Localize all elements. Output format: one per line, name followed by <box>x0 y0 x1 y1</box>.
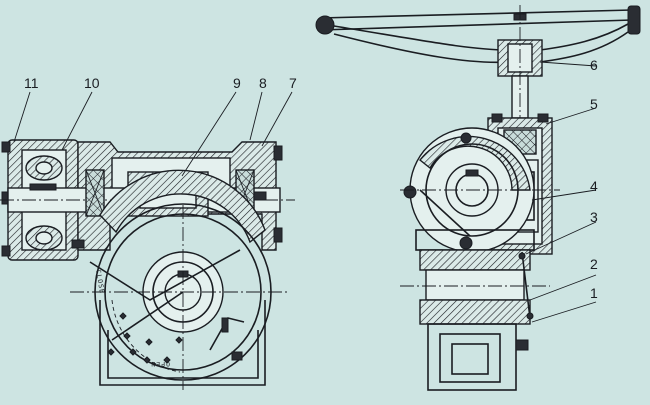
part-label-4: 4 <box>590 178 598 194</box>
part-label-10: 10 <box>84 75 100 91</box>
part-label-1: 1 <box>590 285 598 301</box>
part-label-7: 7 <box>289 75 297 91</box>
part-label-3: 3 <box>590 209 598 225</box>
left-view: CLOSE OPEN <box>0 139 295 390</box>
open-label: OPEN <box>150 360 170 368</box>
left-leaders <box>13 91 293 177</box>
part-labels: 11 10 9 8 7 6 5 4 3 2 1 <box>24 57 598 301</box>
part-label-8: 8 <box>259 75 267 91</box>
part-label-11: 11 <box>24 75 39 91</box>
dial-marks <box>107 312 183 364</box>
part-label-5: 5 <box>590 96 598 112</box>
part-label-2: 2 <box>590 256 598 272</box>
part-label-9: 9 <box>233 75 241 91</box>
part-label-6: 6 <box>590 57 598 73</box>
right-leaders <box>525 61 597 323</box>
right-view <box>315 5 641 391</box>
